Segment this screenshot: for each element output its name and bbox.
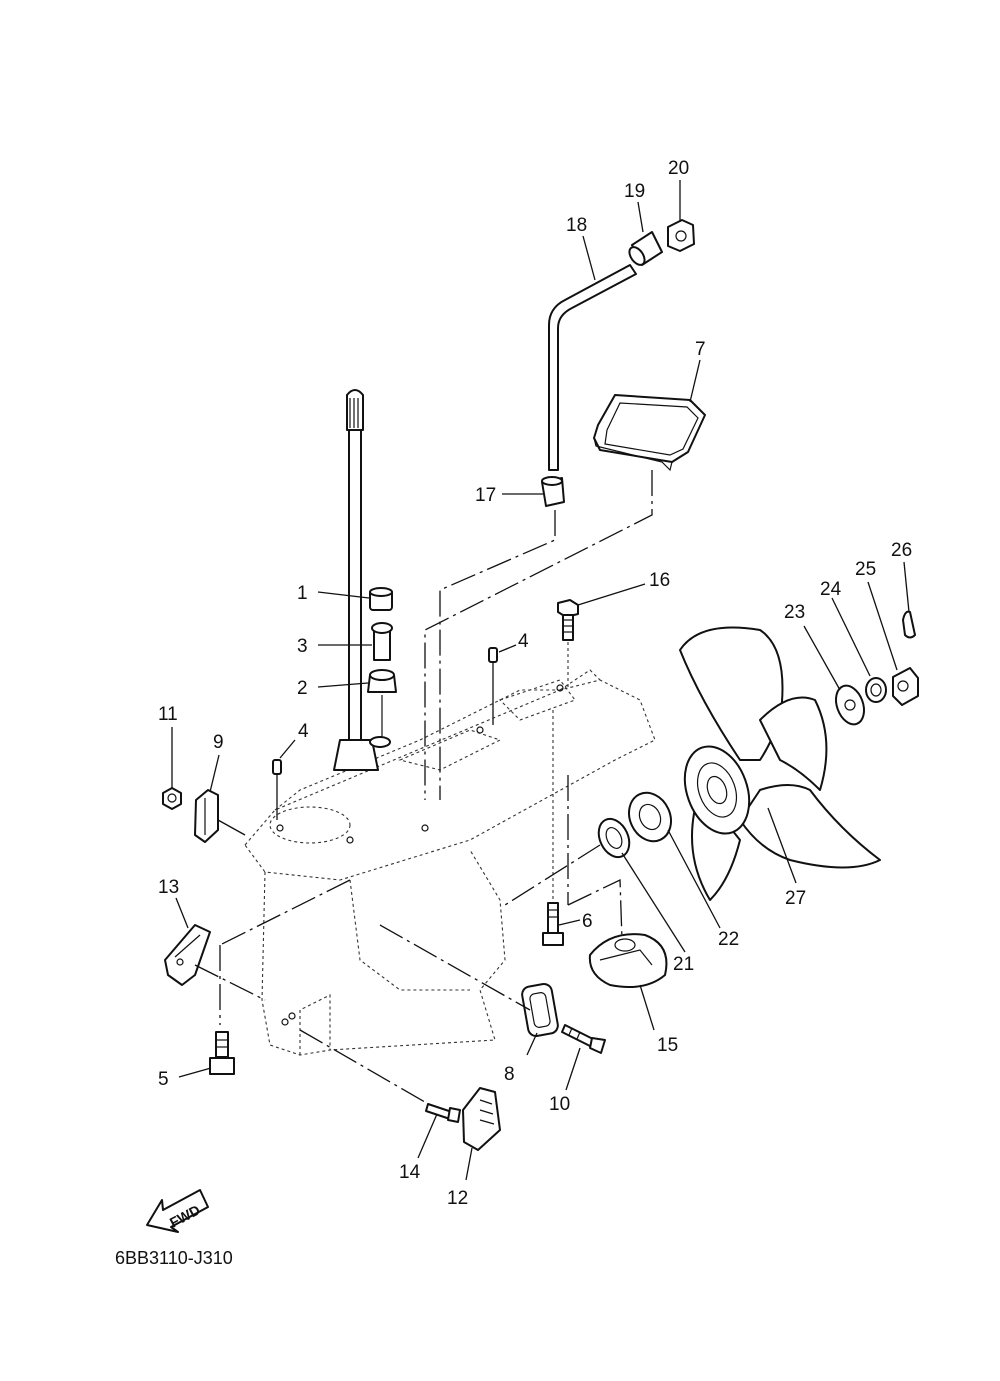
spacer-23 [834, 684, 866, 726]
cover-9 [194, 789, 246, 843]
dowel-pin-right [488, 647, 498, 725]
callout-16: 16 [649, 570, 670, 591]
cover-15 [588, 933, 668, 988]
callout-11: 11 [158, 704, 178, 725]
drive-shaft [333, 389, 379, 771]
nut-11 [162, 787, 182, 810]
callout-7: 7 [695, 339, 706, 360]
gasket-7 [593, 394, 706, 472]
anode-12 [462, 1087, 501, 1151]
assembly-centerlines [194, 470, 653, 1106]
bolt-6 [542, 710, 564, 946]
callout-10: 10 [549, 1094, 570, 1115]
callout-27: 27 [785, 888, 806, 909]
callout-13: 13 [158, 877, 179, 898]
callout-2: 2 [297, 678, 308, 699]
callout-24: 24 [820, 579, 842, 600]
callout-1: 1 [297, 583, 308, 604]
holder-20 [667, 219, 695, 252]
grommet-2 [367, 669, 397, 748]
callout-8: 8 [504, 1064, 515, 1085]
callout-21: 21 [673, 954, 694, 975]
dowel-pin-left [272, 759, 282, 820]
callout-4-right: 4 [518, 631, 529, 652]
leader-lines [171, 180, 910, 1181]
grommet-19 [628, 231, 663, 266]
callout-9: 9 [213, 732, 224, 753]
trim-tab-13 [164, 924, 211, 986]
joint-17 [541, 476, 565, 507]
callout-4-left: 4 [298, 721, 309, 742]
callout-19: 19 [624, 181, 645, 202]
propeller-27 [679, 626, 881, 901]
cotter-pin-26 [902, 610, 916, 639]
callout-26: 26 [891, 540, 912, 561]
callout-23: 23 [784, 602, 805, 623]
washer-24 [865, 677, 887, 703]
callout-17: 17 [475, 485, 496, 506]
oil-seal-21 [597, 817, 631, 859]
callout-22: 22 [718, 929, 739, 950]
callout-18: 18 [566, 215, 587, 236]
water-tube-18 [548, 264, 637, 471]
lower-unit-housing [244, 669, 656, 1056]
callout-12: 12 [447, 1188, 468, 1209]
callout-6: 6 [582, 911, 593, 932]
callout-15: 15 [657, 1035, 678, 1056]
fwd-arrow-icon: FWD [146, 1189, 209, 1233]
anode-8 [521, 983, 559, 1037]
diagram-code: 6BB3110-J310 [115, 1248, 233, 1268]
callout-3: 3 [297, 636, 308, 657]
bushing-1 [369, 587, 393, 611]
callout-5: 5 [158, 1069, 169, 1090]
callout-14: 14 [399, 1162, 421, 1183]
callout-20: 20 [668, 158, 689, 179]
bolt-5 [209, 1031, 235, 1075]
bolt-16 [557, 599, 579, 690]
callout-25: 25 [855, 559, 876, 580]
sleeve-3 [371, 622, 393, 661]
nut-25 [892, 667, 919, 706]
thrust-washer-22 [628, 791, 672, 843]
callout-labels: 1 2 3 4 4 5 6 7 8 9 10 11 12 13 14 15 16… [158, 158, 912, 1209]
bolt-14 [425, 1103, 461, 1123]
bolt-10 [561, 1024, 606, 1054]
